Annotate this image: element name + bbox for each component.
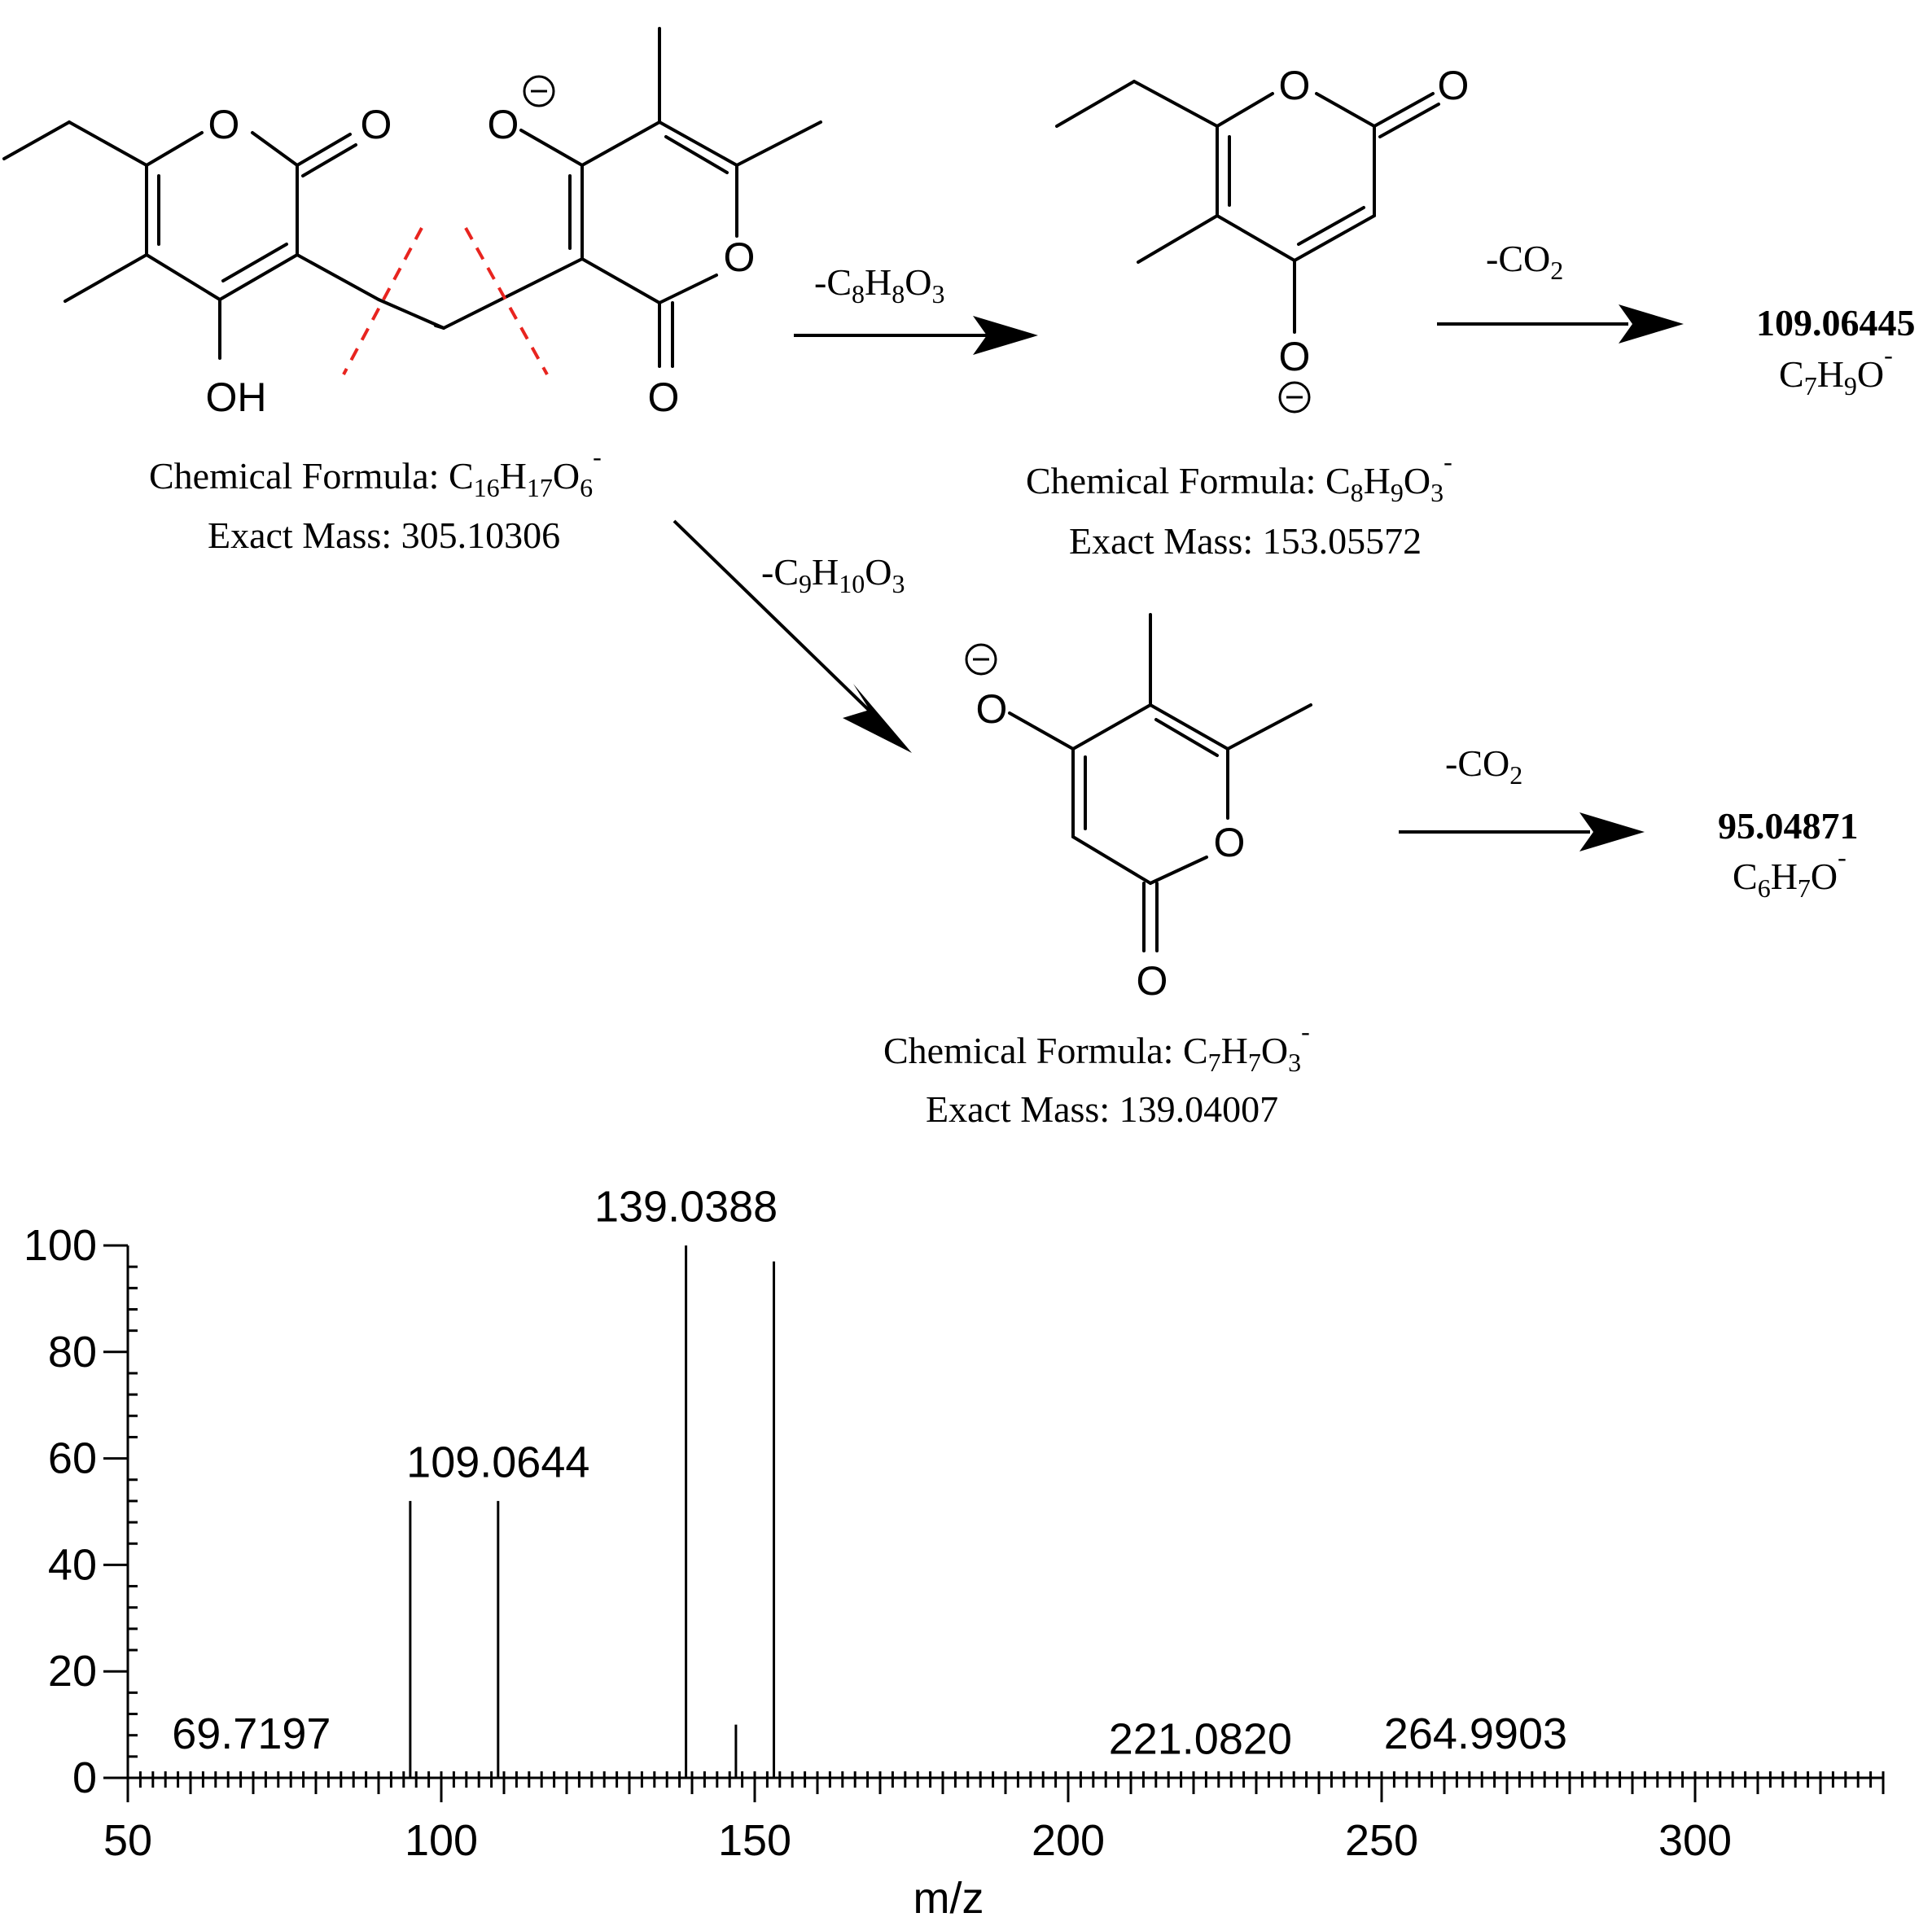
f153-ring-o: O xyxy=(1279,63,1311,108)
parent-hydroxyl: OH xyxy=(206,374,267,420)
parent-ring-o: O xyxy=(208,102,240,147)
peak-label: 69.7197 xyxy=(172,1709,331,1758)
f139-carbonyl-o: O xyxy=(1137,958,1168,1004)
negative-charge-icon xyxy=(523,75,555,107)
arrow-parent-to-139 xyxy=(672,519,912,753)
fragment-139-molecule xyxy=(1008,613,1312,952)
parent-oxide-o: O xyxy=(488,102,519,147)
arrow-parent-to-153 xyxy=(794,316,1038,355)
cleavage-marks xyxy=(342,227,549,375)
parent-carbonyl-o: O xyxy=(361,102,392,147)
x-tick-label: 100 xyxy=(405,1816,478,1865)
y-tick-label: 40 xyxy=(48,1540,97,1589)
peak-label: 264.9903 xyxy=(1384,1709,1567,1758)
y-tick-label: 20 xyxy=(48,1647,97,1696)
loss-c9h10o3: -C9​H10​O3​ xyxy=(761,551,905,598)
y-tick-label: 100 xyxy=(24,1221,97,1270)
product-109-mass: 109.06445 xyxy=(1756,302,1916,344)
fragment-153-molecule xyxy=(1055,80,1440,334)
parent-carbonyl-o-2: O xyxy=(648,374,680,420)
f139-oxide-o: O xyxy=(976,686,1008,732)
x-tick-label: 50 xyxy=(103,1816,152,1865)
arrow-153-to-109 xyxy=(1437,304,1684,344)
f153-oxide-o: O xyxy=(1279,334,1311,379)
f153-mass: Exact Mass: 153.05572 xyxy=(1069,520,1422,562)
y-tick-label: 80 xyxy=(48,1328,97,1377)
parent-ring-o-2: O xyxy=(724,234,756,280)
product-95-formula: C6​H7​O-​ xyxy=(1733,843,1847,903)
product-95-mass: 95.04871 xyxy=(1718,805,1859,847)
peak-label: 109.0644 xyxy=(406,1438,589,1486)
x-tick-label: 250 xyxy=(1345,1816,1418,1865)
loss-co2-bottom: -CO2​ xyxy=(1445,742,1522,790)
f153-carbonyl-o: O xyxy=(1438,63,1470,108)
y-tick-label: 0 xyxy=(72,1753,97,1802)
negative-charge-icon xyxy=(965,643,997,676)
x-tick-label: 200 xyxy=(1032,1816,1105,1865)
loss-c8h8o3: -C8​H8​O3​ xyxy=(814,261,944,309)
parent-atom-labels: O O OH O O O xyxy=(206,102,756,420)
f139-mass: Exact Mass: 139.04007 xyxy=(926,1088,1278,1130)
mass-spectrum: 0 20 40 60 80 100 50 100 150 200 250 300 m/z 139.0388… xyxy=(24,1182,1885,1923)
arrow-139-to-95 xyxy=(1399,812,1645,851)
y-tick-label: 60 xyxy=(48,1434,97,1483)
x-tick-label: 150 xyxy=(718,1816,791,1865)
fragment-139-atom-labels: O O O xyxy=(976,686,1246,1004)
parent-molecule xyxy=(2,27,822,368)
loss-co2-top: -CO2​ xyxy=(1486,238,1563,285)
fragment-153-atom-labels: O O O xyxy=(1279,63,1470,379)
f139-formula: Chemical Formula: C7​H7​O3​-​ xyxy=(883,1017,1310,1077)
product-109-formula: C7​H9​O-​ xyxy=(1779,340,1893,401)
f139-ring-o: O xyxy=(1214,820,1246,865)
peak-label: 139.0388 xyxy=(594,1182,778,1231)
x-axis-label: m/z xyxy=(913,1874,984,1923)
parent-mass: Exact Mass: 305.10306 xyxy=(208,514,560,556)
negative-charge-icon xyxy=(1278,381,1311,414)
f153-formula: Chemical Formula: C8​H9​O3​-​ xyxy=(1026,447,1452,507)
x-tick-label: 300 xyxy=(1658,1816,1732,1865)
parent-formula: Chemical Formula: C16​H17​O6​-​ xyxy=(149,442,602,502)
peak-label: 221.0820 xyxy=(1109,1714,1292,1763)
